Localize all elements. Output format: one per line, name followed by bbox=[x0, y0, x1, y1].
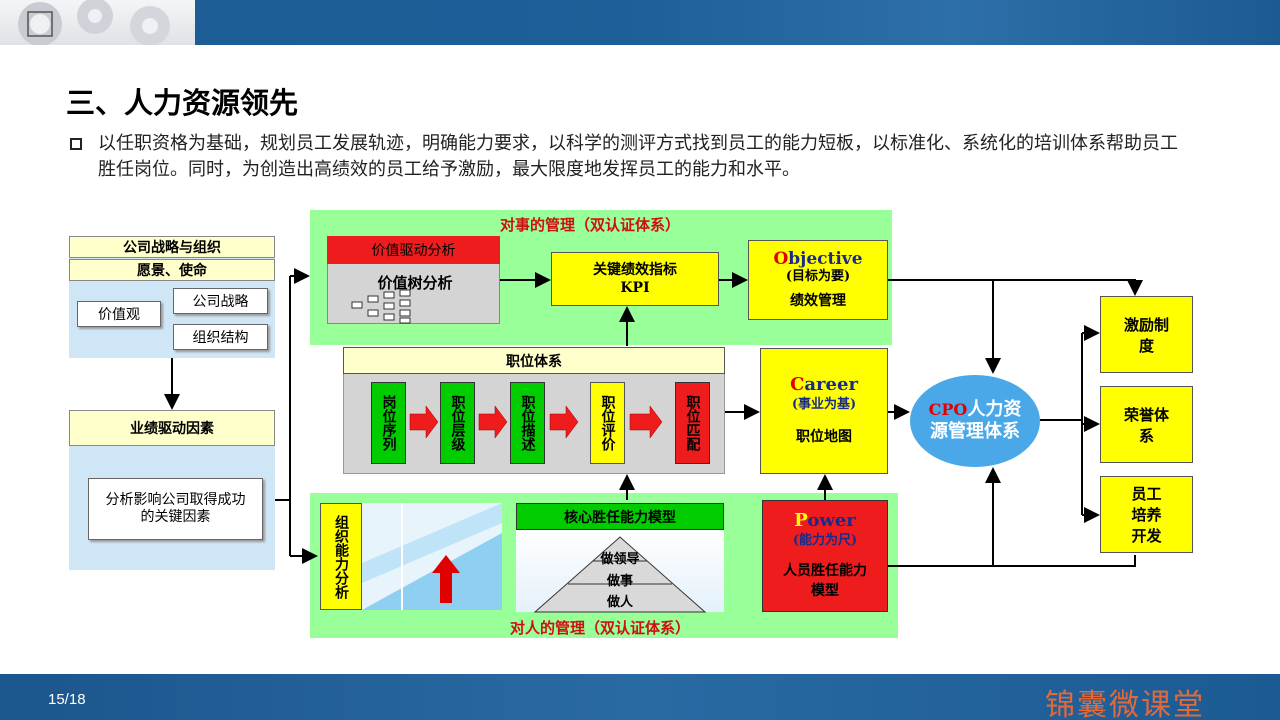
bottom-panel-title: 对人的管理（双认证体系） bbox=[509, 618, 690, 637]
objective-sub: (目标为要) bbox=[785, 269, 851, 284]
org-ability-box: 组织能力分析 bbox=[320, 503, 362, 610]
objective-box: Objective (目标为要) 绩效管理 bbox=[748, 240, 888, 320]
value-tree-label: 价值树分析 bbox=[377, 273, 453, 292]
page-title: 三、人力资源领先 bbox=[66, 86, 299, 120]
gear-logo bbox=[0, 0, 195, 45]
training-box: 员工培养开发 bbox=[1100, 476, 1193, 553]
career-word: areer bbox=[804, 374, 858, 395]
page-number: 15/18 bbox=[48, 691, 86, 708]
analysis-box: 分析影响公司取得成功的关键因素 bbox=[88, 478, 263, 540]
intro-paragraph: 以任职资格为基础，规划员工发展轨迹，明确能力要求，以科学的测评方式找到员工的能力… bbox=[98, 133, 1178, 180]
step-1: 岗位序列 bbox=[371, 382, 406, 464]
strategy-box: 公司战略与组织 bbox=[69, 236, 275, 258]
pyramid-level-1: 做领导 bbox=[600, 551, 640, 567]
incentive-box: 激励制度 bbox=[1100, 296, 1193, 373]
bottom-bar bbox=[0, 674, 1280, 720]
top-panel-title: 对事的管理（双认证体系） bbox=[499, 215, 680, 234]
bullet-icon bbox=[70, 138, 82, 150]
top-bar bbox=[195, 0, 1280, 45]
brand-logo: 锦囊微课堂 bbox=[1045, 688, 1205, 720]
cpo-text: 人力资源管理体系 bbox=[930, 399, 1022, 442]
power-sub: (能力为尺) bbox=[792, 533, 858, 548]
values-box: 价值观 bbox=[77, 301, 161, 327]
competency-title: 核心胜任能力模型 bbox=[516, 503, 724, 530]
power-initial: P bbox=[794, 510, 808, 531]
power-box: Power (能力为尺) 人员胜任能力模型 bbox=[762, 500, 888, 612]
kpi-line2: KPI bbox=[620, 280, 650, 296]
career-label: 职位地图 bbox=[796, 429, 852, 445]
vision-box: 愿景、使命 bbox=[69, 259, 275, 281]
career-sub: (事业为基) bbox=[791, 397, 857, 412]
kpi-box: 关键绩效指标 KPI bbox=[551, 252, 719, 306]
career-box: Career (事业为基) 职位地图 bbox=[760, 348, 888, 474]
corp-strategy-box: 公司战略 bbox=[173, 288, 268, 314]
power-label: 人员胜任能力模型 bbox=[783, 563, 867, 599]
power-word: ower bbox=[807, 510, 856, 531]
value-driver-header: 价值驱动分析 bbox=[327, 236, 500, 264]
step-3: 职位描述 bbox=[510, 382, 545, 464]
pyramid-level-3: 做人 bbox=[606, 594, 633, 610]
objective-initial: O bbox=[773, 249, 789, 269]
step-4: 职位评价 bbox=[590, 382, 625, 464]
org-ability-chart bbox=[362, 503, 502, 610]
drivers-box: 业绩驱动因素 bbox=[69, 410, 275, 446]
org-structure-box: 组织结构 bbox=[173, 324, 268, 350]
objective-label: 绩效管理 bbox=[790, 293, 846, 309]
step-5: 职位匹配 bbox=[675, 382, 710, 464]
kpi-line1: 关键绩效指标 bbox=[593, 262, 677, 278]
career-initial: C bbox=[790, 374, 805, 395]
cpo-ellipse: CPO人力资源管理体系 bbox=[910, 375, 1040, 467]
cpo-prefix: CPO bbox=[928, 400, 968, 419]
objective-word: bjective bbox=[788, 249, 863, 269]
pyramid-level-2: 做事 bbox=[606, 573, 633, 589]
step-2: 职位层级 bbox=[440, 382, 475, 464]
honor-box: 荣誉体系 bbox=[1100, 386, 1193, 463]
middle-panel-title: 职位体系 bbox=[343, 347, 725, 374]
